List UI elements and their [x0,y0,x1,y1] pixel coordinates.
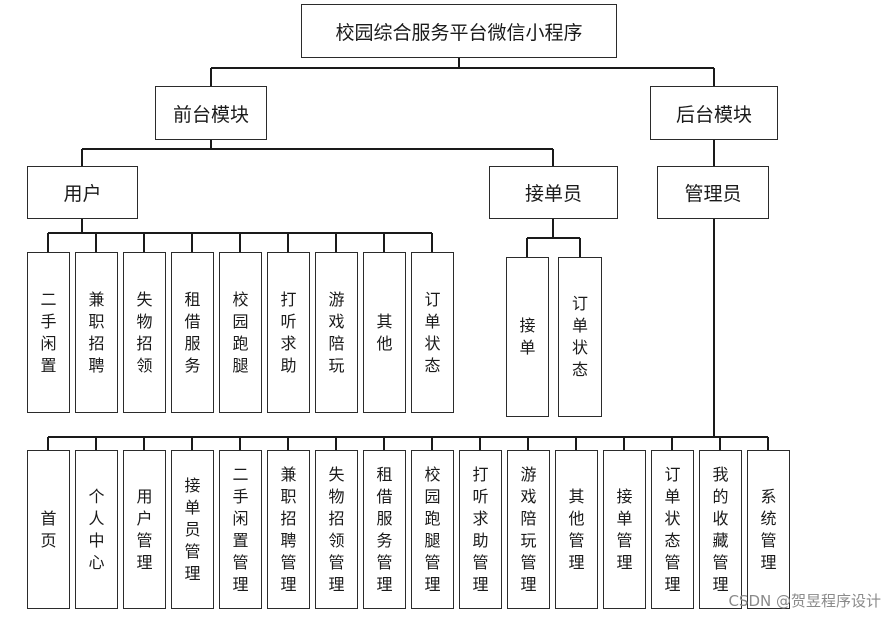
admin-item-node: 校园跑腿管理 [411,450,454,609]
courier-item-node: 订单状态 [558,257,602,417]
back-module-label: 后台模块 [675,103,752,126]
courier-item-node: 接单 [506,257,549,417]
admin-item-node: 用户管理 [123,450,166,609]
admin-item-label: 我的收藏管理 [712,464,729,594]
admin-item-node: 兼职招聘管理 [267,450,310,609]
user-item-label: 订单状态 [424,289,441,375]
user-item-label: 其他 [376,311,393,353]
user-node: 用户 [27,166,138,219]
admin-item-node: 接单管理 [603,450,646,609]
admin-item-node: 游戏陪玩管理 [507,450,550,609]
root-node: 校园综合服务平台微信小程序 [301,4,617,58]
admin-item-node: 首页 [27,450,70,609]
courier-node: 接单员 [489,166,618,219]
courier-item-label: 接单 [519,316,536,357]
admin-item-node: 失物招领管理 [315,450,358,609]
admin-item-label: 接单管理 [616,486,633,572]
admin-label: 管理员 [684,183,742,205]
user-item-node: 其他 [363,252,406,413]
user-item-label: 二手闲置 [40,289,57,375]
user-item-label: 校园跑腿 [232,289,249,375]
user-item-node: 兼职招聘 [75,252,118,413]
back-module-node: 后台模块 [650,86,778,140]
admin-item-label: 校园跑腿管理 [424,464,441,594]
user-item-label: 失物招领 [136,289,153,375]
user-item-node: 游戏陪玩 [315,252,358,413]
user-item-label: 打听求助 [280,289,297,375]
admin-item-node: 二手闲置管理 [219,450,262,609]
front-module-label: 前台模块 [172,103,249,126]
admin-item-label: 兼职招聘管理 [280,464,297,594]
user-item-label: 兼职招聘 [88,289,105,375]
user-item-label: 租借服务 [184,289,201,375]
admin-item-label: 二手闲置管理 [232,464,249,594]
admin-item-label: 失物招领管理 [328,464,345,594]
admin-item-node: 接单员管理 [171,450,214,609]
admin-item-label: 系统管理 [760,486,777,572]
admin-item-label: 游戏陪玩管理 [520,464,537,594]
user-item-node: 失物招领 [123,252,166,413]
admin-item-label: 接单员管理 [184,475,201,583]
user-item-node: 二手闲置 [27,252,70,413]
admin-item-label: 首页 [40,508,57,550]
front-module-node: 前台模块 [155,86,267,140]
user-label: 用户 [63,183,102,205]
admin-item-node: 个人中心 [75,450,118,609]
admin-item-label: 租借服务管理 [376,464,393,594]
admin-item-node: 打听求助管理 [459,450,502,609]
user-item-node: 订单状态 [411,252,454,413]
admin-item-label: 打听求助管理 [472,464,489,594]
admin-item-label: 个人中心 [88,486,105,572]
csdn-watermark: CSDN @贺昱程序设计 [728,592,881,610]
admin-item-node: 我的收藏管理 [699,450,742,609]
admin-item-node: 订单状态管理 [651,450,694,609]
admin-node: 管理员 [657,166,769,219]
root-label: 校园综合服务平台微信小程序 [335,21,583,44]
admin-item-node: 租借服务管理 [363,450,406,609]
courier-item-label: 订单状态 [571,294,588,379]
admin-item-label: 用户管理 [136,486,153,572]
user-item-node: 校园跑腿 [219,252,262,413]
admin-item-node: 系统管理 [747,450,790,609]
courier-label: 接单员 [524,183,582,205]
user-item-node: 租借服务 [171,252,214,413]
admin-item-label: 订单状态管理 [664,464,681,594]
admin-item-label: 其他管理 [568,486,585,572]
user-item-label: 游戏陪玩 [328,289,345,375]
admin-item-node: 其他管理 [555,450,598,609]
user-item-node: 打听求助 [267,252,310,413]
